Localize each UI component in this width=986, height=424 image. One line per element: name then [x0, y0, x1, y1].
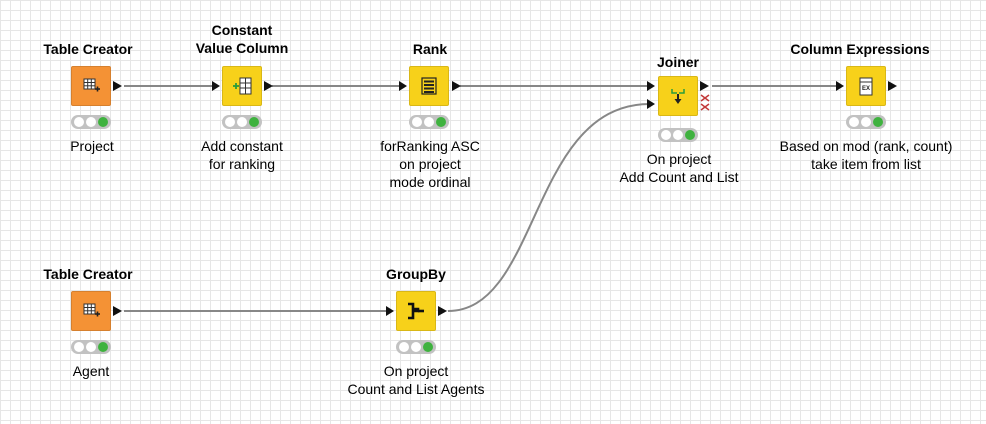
node-label-groupby[interactable]: On project Count and List Agents: [348, 362, 485, 398]
node-label-rank[interactable]: forRanking ASC on project mode ordinal: [380, 137, 480, 191]
input-port-joiner-left[interactable]: [647, 81, 655, 91]
node-title-line: Constant: [211, 22, 273, 38]
column-expressions-icon: EX: [859, 77, 873, 96]
node-label-line: Add constant: [201, 138, 283, 154]
status-light-red: [399, 342, 409, 352]
input-port-joiner-right[interactable]: [647, 99, 655, 109]
input-port-column-expressions[interactable]: [836, 81, 844, 91]
status-light-red: [849, 117, 859, 127]
status-light-yellow: [673, 130, 683, 140]
node-groupby[interactable]: [396, 291, 436, 331]
node-column-expressions[interactable]: EX: [846, 66, 886, 106]
node-label-line: Add Count and List: [619, 169, 739, 185]
node-title-column-expressions: Column Expressions: [790, 40, 929, 58]
node-label-line: mode ordinal: [389, 174, 471, 190]
status-light-yellow: [237, 117, 247, 127]
rank-icon: [421, 77, 437, 95]
node-label-line: Based on mod (rank, count): [779, 138, 953, 154]
node-title-constant-value-column: Constant Value Column: [196, 21, 289, 57]
node-title-table-creator-agent: Table Creator: [43, 265, 132, 283]
status-light-yellow: [86, 117, 96, 127]
groupby-icon: [408, 302, 424, 320]
connection-groupby-to-joiner[interactable]: [447, 103, 651, 312]
node-label-line: for ranking: [208, 156, 276, 172]
node-status-constant-value-column: [222, 115, 262, 129]
node-joiner[interactable]: [658, 76, 698, 116]
node-label-line: take item from list: [811, 156, 921, 172]
status-light-red: [661, 130, 671, 140]
node-status-groupby: [396, 340, 436, 354]
output-port-table-creator-agent[interactable]: [113, 306, 122, 316]
node-status-joiner: [658, 128, 698, 142]
node-title-joiner: Joiner: [657, 53, 699, 71]
joiner-inactive-ports-icon: [700, 94, 710, 111]
output-port-table-creator-project[interactable]: [113, 81, 122, 91]
table-creator-icon: [83, 78, 100, 92]
status-light-yellow: [424, 117, 434, 127]
node-label-line: on project: [399, 156, 461, 172]
output-port-rank[interactable]: [452, 81, 461, 91]
output-port-column-expressions[interactable]: [888, 81, 897, 91]
output-port-joiner[interactable]: [700, 81, 709, 91]
status-light-red: [74, 342, 84, 352]
node-label-constant-value-column[interactable]: Add constant for ranking: [201, 137, 283, 173]
node-label-line: Project: [70, 138, 114, 154]
node-status-table-creator-agent: [71, 340, 111, 354]
input-port-groupby[interactable]: [386, 306, 394, 316]
node-label-line: forRanking ASC: [380, 138, 480, 154]
node-label-joiner[interactable]: On project Add Count and List: [619, 150, 738, 186]
column-expressions-icon-text: EX: [862, 86, 870, 92]
node-table-creator-project[interactable]: [71, 66, 111, 106]
status-light-green: [249, 117, 259, 127]
node-label-line: On project: [646, 151, 712, 167]
constant-value-icon: [233, 77, 252, 95]
node-rank[interactable]: [409, 66, 449, 106]
status-light-green: [436, 117, 446, 127]
status-light-green: [98, 342, 108, 352]
node-label-line: Agent: [72, 363, 110, 379]
node-table-creator-agent[interactable]: [71, 291, 111, 331]
node-title-line: Rank: [412, 41, 448, 57]
status-light-green: [423, 342, 433, 352]
table-creator-icon: [83, 303, 100, 317]
output-port-groupby[interactable]: [438, 306, 447, 316]
node-label-line: On project: [383, 363, 449, 379]
node-title-table-creator-project: Table Creator: [43, 40, 132, 58]
status-light-green: [873, 117, 883, 127]
status-light-yellow: [411, 342, 421, 352]
status-light-yellow: [86, 342, 96, 352]
status-light-red: [225, 117, 235, 127]
joiner-icon: [671, 89, 685, 104]
node-label-column-expressions[interactable]: Based on mod (rank, count) take item fro…: [780, 137, 953, 173]
input-port-constant-value-column[interactable]: [212, 81, 220, 91]
status-light-green: [685, 130, 695, 140]
node-status-rank: [409, 115, 449, 129]
node-title-line: Column Expressions: [790, 41, 930, 57]
status-light-yellow: [861, 117, 871, 127]
status-light-red: [412, 117, 422, 127]
node-label-line: Count and List Agents: [347, 381, 485, 397]
node-title-rank: Rank: [413, 40, 447, 58]
node-title-line: Table Creator: [43, 41, 133, 57]
status-light-green: [98, 117, 108, 127]
node-label-table-creator-project[interactable]: Project: [70, 137, 114, 155]
node-title-line: Table Creator: [43, 266, 133, 282]
node-label-table-creator-agent[interactable]: Agent: [73, 362, 110, 380]
output-port-constant-value-column[interactable]: [264, 81, 273, 91]
node-title-groupby: GroupBy: [386, 265, 446, 283]
input-port-rank[interactable]: [399, 81, 407, 91]
node-status-table-creator-project: [71, 115, 111, 129]
node-title-line: GroupBy: [386, 266, 446, 282]
node-title-line: Joiner: [656, 54, 700, 70]
status-light-red: [74, 117, 84, 127]
node-status-column-expressions: [846, 115, 886, 129]
node-title-line: Value Column: [195, 40, 289, 56]
node-constant-value-column[interactable]: [222, 66, 262, 106]
